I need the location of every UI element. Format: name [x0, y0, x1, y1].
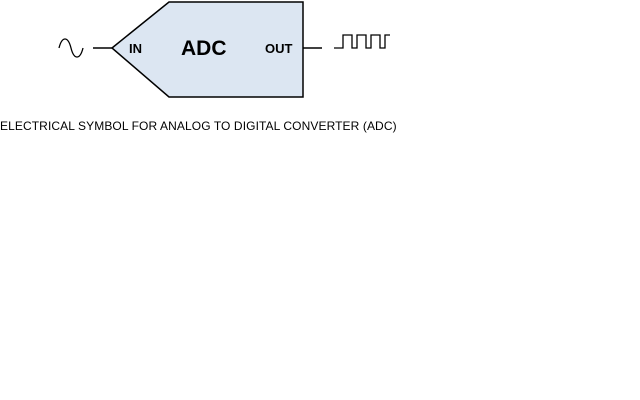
sine-wave-icon: [58, 38, 84, 58]
output-label: OUT: [265, 41, 293, 56]
adc-symbol-diagram: IN ADC OUT: [58, 1, 390, 98]
input-label: IN: [129, 41, 142, 56]
adc-block-label: ADC: [181, 37, 227, 60]
adc-block: [110, 1, 304, 98]
square-wave-icon: [334, 34, 390, 49]
diagram-caption: ELECTRICAL SYMBOL FOR ANALOG TO DIGITAL …: [0, 119, 397, 133]
